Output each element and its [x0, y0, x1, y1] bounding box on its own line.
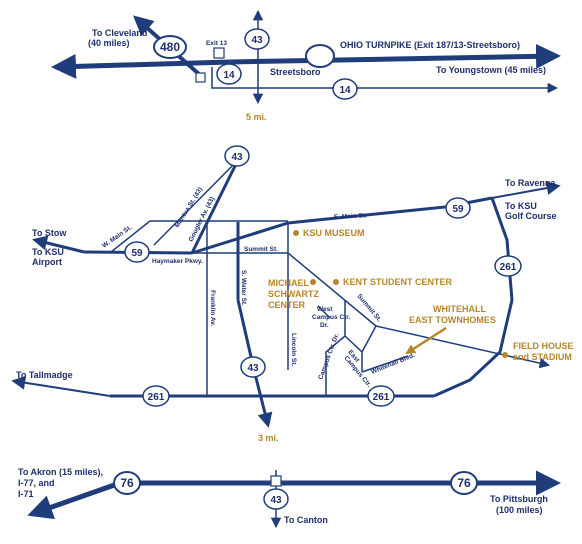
akron-label-2: I-77, and [18, 478, 55, 488]
interchange-480-icon [195, 72, 206, 83]
shield-261-west-icon: 261 [142, 385, 170, 407]
ksu-museum-marker-icon [293, 230, 299, 236]
cleveland-label-2: (40 miles) [88, 38, 130, 48]
svg-text:261: 261 [500, 262, 517, 273]
exit-13-label: Exit 13 [206, 40, 227, 47]
distance-3mi-label: 3 mi. [258, 433, 279, 443]
akron-label-3: I-71 [18, 489, 34, 499]
summit-street-2-label: Summit St. [355, 293, 382, 324]
svg-text:59: 59 [131, 248, 143, 259]
svg-text:43: 43 [270, 495, 282, 506]
turnpike-i80 [51, 43, 561, 79]
ksu-airport-label-2: Airport [32, 257, 62, 267]
youngstown-label: To Youngstown (45 miles) [436, 65, 546, 75]
shield-76-east-icon: 76 [450, 471, 478, 495]
whitehall-label-2: EAST TOWNHOMES [409, 315, 496, 325]
interstate-76 [27, 470, 561, 520]
lincoln-street-label: Lincoln St. [290, 333, 297, 366]
canton-label: To Canton [284, 515, 328, 525]
shield-14-west-icon: 14 [216, 63, 242, 85]
svg-text:14: 14 [223, 70, 235, 81]
turnpike-label: OHIO TURNPIKE (Exit 187/13-Streetsboro) [340, 40, 520, 50]
msc-label-2: SCHWARTZ [268, 289, 319, 299]
msc-label-3: CENTER [268, 300, 306, 310]
summit-street [205, 252, 551, 369]
shield-59-west-icon: 59 [124, 241, 150, 263]
pittsburgh-label-2: (100 miles) [496, 505, 543, 515]
west-campus-label-3: Dr. [320, 322, 329, 329]
svg-text:59: 59 [452, 204, 464, 215]
shield-80-icon [305, 44, 335, 68]
west-campus-label-1: West [317, 306, 333, 313]
svg-text:43: 43 [251, 35, 263, 46]
shield-43-south-icon: 43 [240, 356, 266, 378]
e-main-street-label: E. Main St. [334, 212, 367, 221]
msc-label-1: MICHAEL [268, 278, 309, 288]
haymaker-parkway-label: Haymaker Pkwy. [152, 258, 203, 265]
ksu-museum-label: KSU MUSEUM [303, 228, 365, 238]
shield-43-bottom-icon: 43 [263, 488, 289, 510]
shield-14-east-icon: 14 [332, 78, 358, 100]
streetsboro-label: Streetsboro [270, 67, 321, 77]
campus-center-drive-label: Campus Ctr. Dr. [317, 332, 340, 380]
ravenna-label: To Ravenna [505, 178, 556, 188]
ksu-golf-label-2: Golf Course [505, 211, 557, 221]
shield-480-icon: 480 [153, 35, 187, 59]
w-main-street [110, 220, 288, 253]
svg-text:261: 261 [373, 392, 390, 403]
campus-drives [317, 300, 409, 395]
pittsburgh-label-1: To Pittsburgh [490, 494, 548, 504]
stow-label: To Stow [32, 228, 67, 238]
i76-interchange-icon [270, 475, 282, 487]
student-center-marker-icon [333, 279, 339, 285]
whitehall-pointer-arrow-icon [405, 326, 447, 355]
exit-13-interchange-icon [213, 47, 225, 59]
cleveland-label-1: To Cleveland [92, 28, 147, 38]
akron-label-1: To Akron (15 miles), [18, 467, 103, 477]
student-center-label: KENT STUDENT CENTER [343, 277, 453, 287]
whitehall-label-1: WHITEHALL [433, 304, 486, 314]
route-14-road [211, 67, 559, 94]
ksu-golf-label-1: To KSU [505, 201, 537, 211]
svg-text:76: 76 [120, 476, 134, 490]
shield-59-east-icon: 59 [445, 197, 471, 219]
shield-261-mid-icon: 261 [367, 385, 395, 407]
svg-text:43: 43 [247, 363, 259, 374]
west-campus-label-2: Campus Ctr. [312, 314, 350, 321]
tallmadge-label: To Tallmadge [16, 370, 73, 380]
shield-43-top-icon: 43 [244, 28, 270, 50]
shield-261-east-icon: 261 [494, 255, 522, 277]
summit-street-label: Summit St. [244, 246, 278, 253]
s-water-street-label: S. Water St. [240, 270, 247, 306]
svg-text:261: 261 [148, 392, 165, 403]
field-house-label-1: FIELD HOUSE [513, 341, 574, 351]
svg-text:14: 14 [339, 85, 351, 96]
svg-text:76: 76 [457, 476, 471, 490]
field-house-label-2: and STADIUM [513, 352, 572, 362]
ksu-airport-label-1: To KSU [32, 247, 64, 257]
svg-text:480: 480 [160, 40, 180, 54]
shield-76-west-icon: 76 [113, 471, 141, 495]
svg-text:43: 43 [231, 152, 243, 163]
msc-marker-icon [310, 279, 316, 285]
field-house-marker-icon [502, 352, 508, 358]
distance-5mi-label: 5 mi. [246, 112, 267, 122]
whitehall-blvd-label: Whitehall Blvd. [370, 352, 416, 376]
route-43-mantua-road [153, 159, 240, 254]
shield-43-mid-icon: 43 [224, 145, 250, 167]
franklin-avenue-label: Franklin Av. [209, 290, 216, 326]
